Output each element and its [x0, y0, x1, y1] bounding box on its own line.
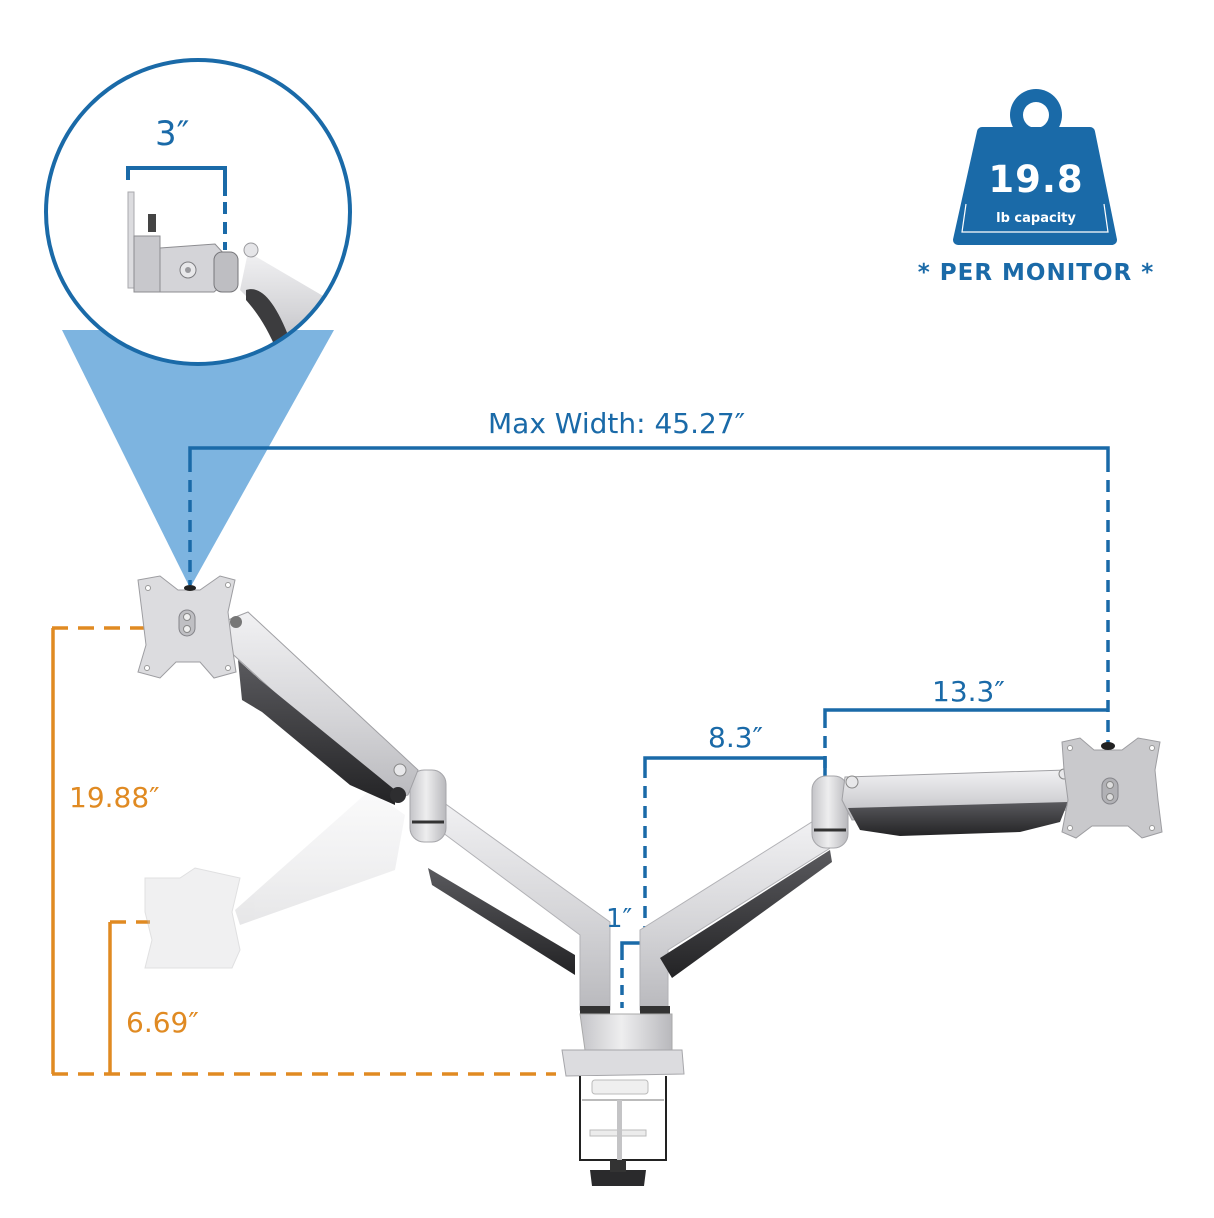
- right-vesa-plate: [1061, 737, 1163, 839]
- right-monitor-arm: [639, 768, 1079, 1011]
- weight-icon: [953, 89, 1117, 245]
- left-monitor-arm: [225, 611, 611, 1011]
- dimension-3in-bracket: [126, 166, 227, 250]
- max-width-label: Max Width: 45.27″: [488, 407, 746, 440]
- capacity-value: 19.8: [988, 158, 1084, 201]
- pole-offset-label: 1″: [606, 904, 633, 934]
- max-height-label: 19.88″: [69, 781, 160, 814]
- dimension-1in: [620, 941, 645, 1008]
- dimension-8-3: [643, 756, 827, 945]
- dimension-heights: [51, 626, 556, 1076]
- upper-arm-length-label: 13.3″: [932, 675, 1005, 708]
- callout-cone: [62, 330, 334, 588]
- callout-measurement-label: 3″: [155, 114, 190, 154]
- desk-clamp-base: [561, 1006, 685, 1186]
- lower-arm-length-label: 8.3″: [708, 721, 763, 754]
- per-monitor-note: * PER MONITOR *: [917, 260, 1155, 286]
- dimension-max-width: [188, 446, 1110, 745]
- callout-circle: [44, 58, 352, 366]
- ghost-lower-position: [144, 790, 405, 969]
- min-height-label: 6.69″: [126, 1006, 199, 1039]
- left-vesa-plate: [137, 575, 237, 679]
- capacity-unit: lb capacity: [996, 211, 1076, 226]
